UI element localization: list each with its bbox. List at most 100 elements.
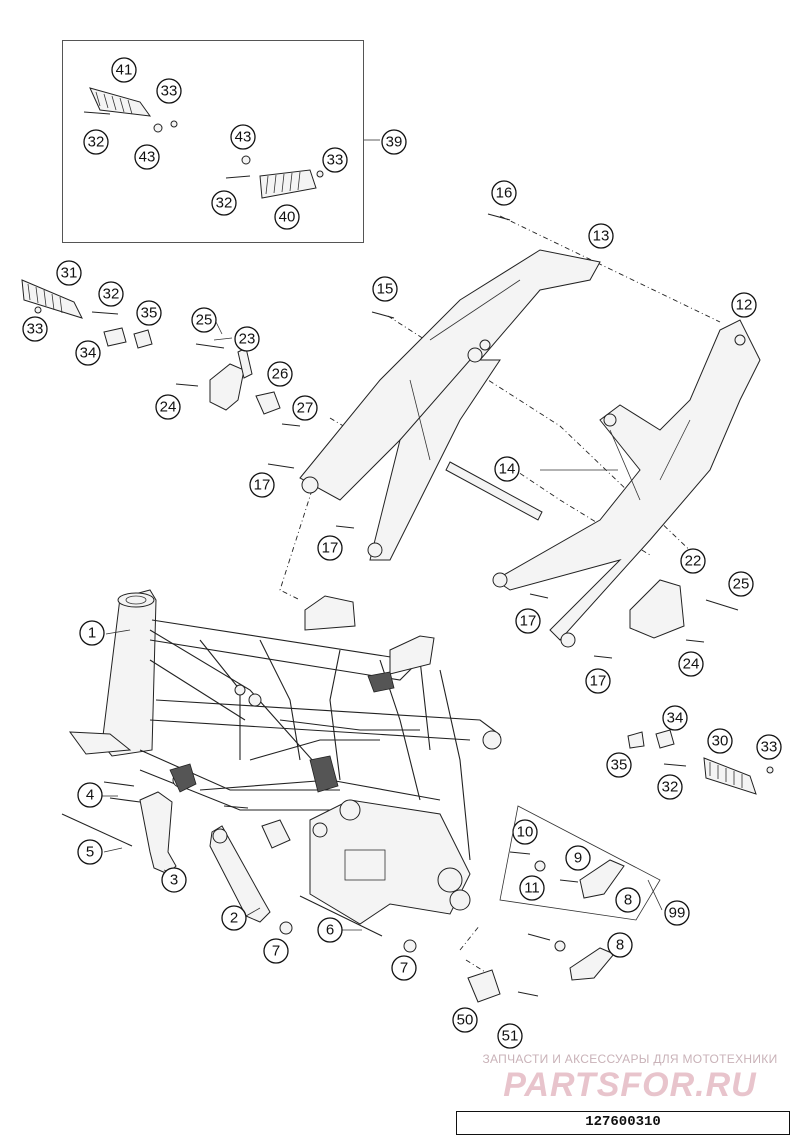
callout-17c[interactable]: 17 — [515, 608, 541, 634]
callout-33a[interactable]: 33 — [156, 78, 182, 104]
svg-text:4: 4 — [86, 787, 94, 804]
callout-99[interactable]: 99 — [664, 900, 690, 926]
svg-text:51: 51 — [502, 1028, 519, 1045]
callout-8b[interactable]: 8 — [607, 932, 633, 958]
footpegs — [21, 87, 757, 981]
bolts — [34, 111, 774, 997]
callout-32b[interactable]: 32 — [211, 190, 237, 216]
callout-4[interactable]: 4 — [77, 782, 103, 808]
callout-26[interactable]: 26 — [267, 361, 293, 387]
svg-text:17: 17 — [254, 477, 271, 494]
svg-text:8: 8 — [616, 937, 624, 954]
callout-5[interactable]: 5 — [77, 839, 103, 865]
svg-text:26: 26 — [272, 366, 289, 383]
callout-41[interactable]: 41 — [111, 57, 137, 83]
callout-39[interactable]: 39 — [381, 129, 407, 155]
svg-text:3: 3 — [170, 872, 178, 889]
svg-text:7: 7 — [272, 943, 280, 960]
callout-40[interactable]: 40 — [274, 204, 300, 230]
svg-text:50: 50 — [457, 1012, 474, 1029]
callout-17d[interactable]: 17 — [585, 668, 611, 694]
callout-27[interactable]: 27 — [292, 395, 318, 421]
svg-text:24: 24 — [683, 656, 700, 673]
callout-33d[interactable]: 33 — [756, 734, 782, 760]
svg-text:32: 32 — [103, 286, 120, 303]
callout-23[interactable]: 23 — [234, 326, 260, 352]
svg-text:24: 24 — [160, 399, 177, 416]
callout-33c[interactable]: 33 — [22, 316, 48, 342]
svg-text:25: 25 — [196, 312, 213, 329]
watermark-tagline: ЗАПЧАСТИ И АКСЕССУАРЫ ДЛЯ МОТОТЕХНИКИ — [482, 1052, 778, 1066]
callout-34a[interactable]: 34 — [75, 340, 101, 366]
svg-text:27: 27 — [297, 400, 314, 417]
callout-51[interactable]: 51 — [497, 1023, 523, 1049]
svg-text:31: 31 — [61, 265, 78, 282]
callout-17a[interactable]: 17 — [249, 472, 275, 498]
callout-34b[interactable]: 34 — [662, 705, 688, 731]
kit-99-outline — [499, 805, 661, 921]
callout-43a[interactable]: 43 — [134, 144, 160, 170]
callout-7b[interactable]: 7 — [391, 955, 417, 981]
callout-30[interactable]: 30 — [707, 728, 733, 754]
foot-brackets — [139, 347, 685, 1003]
svg-text:17: 17 — [590, 673, 607, 690]
callout-24b[interactable]: 24 — [678, 651, 704, 677]
callout-35b[interactable]: 35 — [606, 752, 632, 778]
callout-11[interactable]: 11 — [519, 875, 545, 901]
svg-text:33: 33 — [161, 83, 178, 100]
svg-text:7: 7 — [400, 960, 408, 977]
callouts: 1 4 5 3 2 7 6 7 50 51 8 99 10 11 9 8 35 … — [22, 57, 782, 1049]
callout-14[interactable]: 14 — [494, 456, 520, 482]
callout-43b[interactable]: 43 — [230, 124, 256, 150]
callout-8a[interactable]: 8 — [615, 887, 641, 913]
callout-33b[interactable]: 33 — [322, 147, 348, 173]
diagram-code: 127600310 — [456, 1111, 790, 1135]
callout-6[interactable]: 6 — [317, 917, 343, 943]
svg-text:30: 30 — [712, 733, 729, 750]
svg-text:15: 15 — [377, 281, 394, 298]
callout-32c[interactable]: 32 — [98, 281, 124, 307]
callout-35a[interactable]: 35 — [136, 300, 162, 326]
footrest-kit-frame — [62, 40, 364, 243]
svg-text:14: 14 — [499, 461, 516, 478]
callout-13[interactable]: 13 — [588, 223, 614, 249]
svg-text:39: 39 — [386, 134, 403, 151]
callout-50[interactable]: 50 — [452, 1007, 478, 1033]
callout-1[interactable]: 1 — [79, 620, 105, 646]
callout-12[interactable]: 12 — [731, 292, 757, 318]
callout-17b[interactable]: 17 — [317, 535, 343, 561]
watermark-logo: PARTSFOR.RU — [503, 1066, 757, 1104]
callout-7a[interactable]: 7 — [263, 938, 289, 964]
svg-text:16: 16 — [496, 185, 513, 202]
svg-text:12: 12 — [736, 297, 753, 314]
callout-32d[interactable]: 32 — [657, 774, 683, 800]
svg-text:2: 2 — [230, 910, 238, 927]
callout-15[interactable]: 15 — [372, 276, 398, 302]
svg-text:8: 8 — [624, 892, 632, 909]
callout-9[interactable]: 9 — [565, 845, 591, 871]
callout-24a[interactable]: 24 — [155, 394, 181, 420]
svg-text:17: 17 — [520, 613, 537, 630]
callout-32a[interactable]: 32 — [83, 129, 109, 155]
svg-text:6: 6 — [326, 922, 334, 939]
callout-22[interactable]: 22 — [680, 548, 706, 574]
svg-text:32: 32 — [662, 779, 679, 796]
rear-subframe — [299, 249, 761, 648]
callout-25b[interactable]: 25 — [728, 571, 754, 597]
svg-text:9: 9 — [574, 850, 582, 867]
svg-text:1: 1 — [88, 625, 96, 642]
svg-text:32: 32 — [216, 195, 233, 212]
callout-31[interactable]: 31 — [56, 260, 82, 286]
callout-2[interactable]: 2 — [221, 905, 247, 931]
svg-text:99: 99 — [669, 905, 686, 922]
watermark: ЗАПЧАСТИ И АКСЕССУАРЫ ДЛЯ МОТОТЕХНИКИ PA… — [480, 1052, 780, 1104]
svg-text:33: 33 — [27, 321, 44, 338]
callout-10[interactable]: 10 — [512, 819, 538, 845]
svg-text:22: 22 — [685, 553, 702, 570]
main-frame — [68, 589, 502, 925]
callout-16[interactable]: 16 — [491, 180, 517, 206]
callout-3[interactable]: 3 — [161, 867, 187, 893]
callout-25a[interactable]: 25 — [191, 307, 217, 333]
